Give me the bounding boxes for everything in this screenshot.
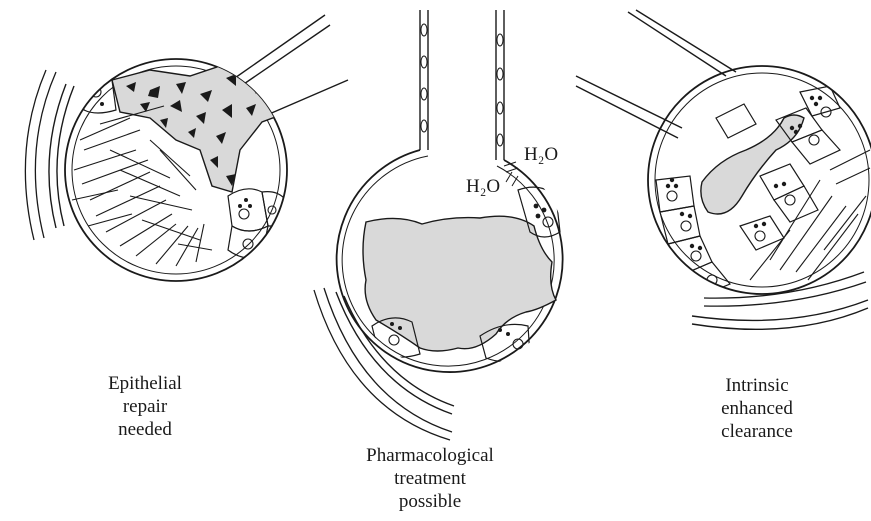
edema-left [112,62,300,192]
airway-left [232,15,325,80]
caption-pharmacological-treatment: Pharmacological treatment possible [330,444,530,513]
airway-right-a [628,12,726,76]
caption-center-line-1: Pharmacological [330,444,530,467]
caption-center-line-2: treatment [330,467,530,490]
alveolar-wall-right [648,66,871,294]
airway-right-b [576,76,682,128]
caption-left-line-2: repair [60,395,230,418]
caption-left-line-3: needed [60,418,230,441]
water-arrow-left [506,172,518,186]
caption-right-line-2: enhanced [672,397,842,420]
caption-epithelial-repair: Epithelial repair needed [60,372,230,441]
alveolus-right [576,10,871,329]
alveolus-left [25,15,348,281]
water-label-right: H₂O [524,144,558,165]
caption-center-line-3: possible [330,490,530,513]
caption-right-line-1: Intrinsic [672,374,842,397]
alveolus-center [314,10,563,440]
fibroblasts-right [750,150,870,280]
water-label-left: H₂O [466,176,500,197]
caption-right-line-3: clearance [672,420,842,443]
caption-intrinsic-clearance: Intrinsic enhanced clearance [672,374,842,443]
caption-left-line-1: Epithelial [60,372,230,395]
